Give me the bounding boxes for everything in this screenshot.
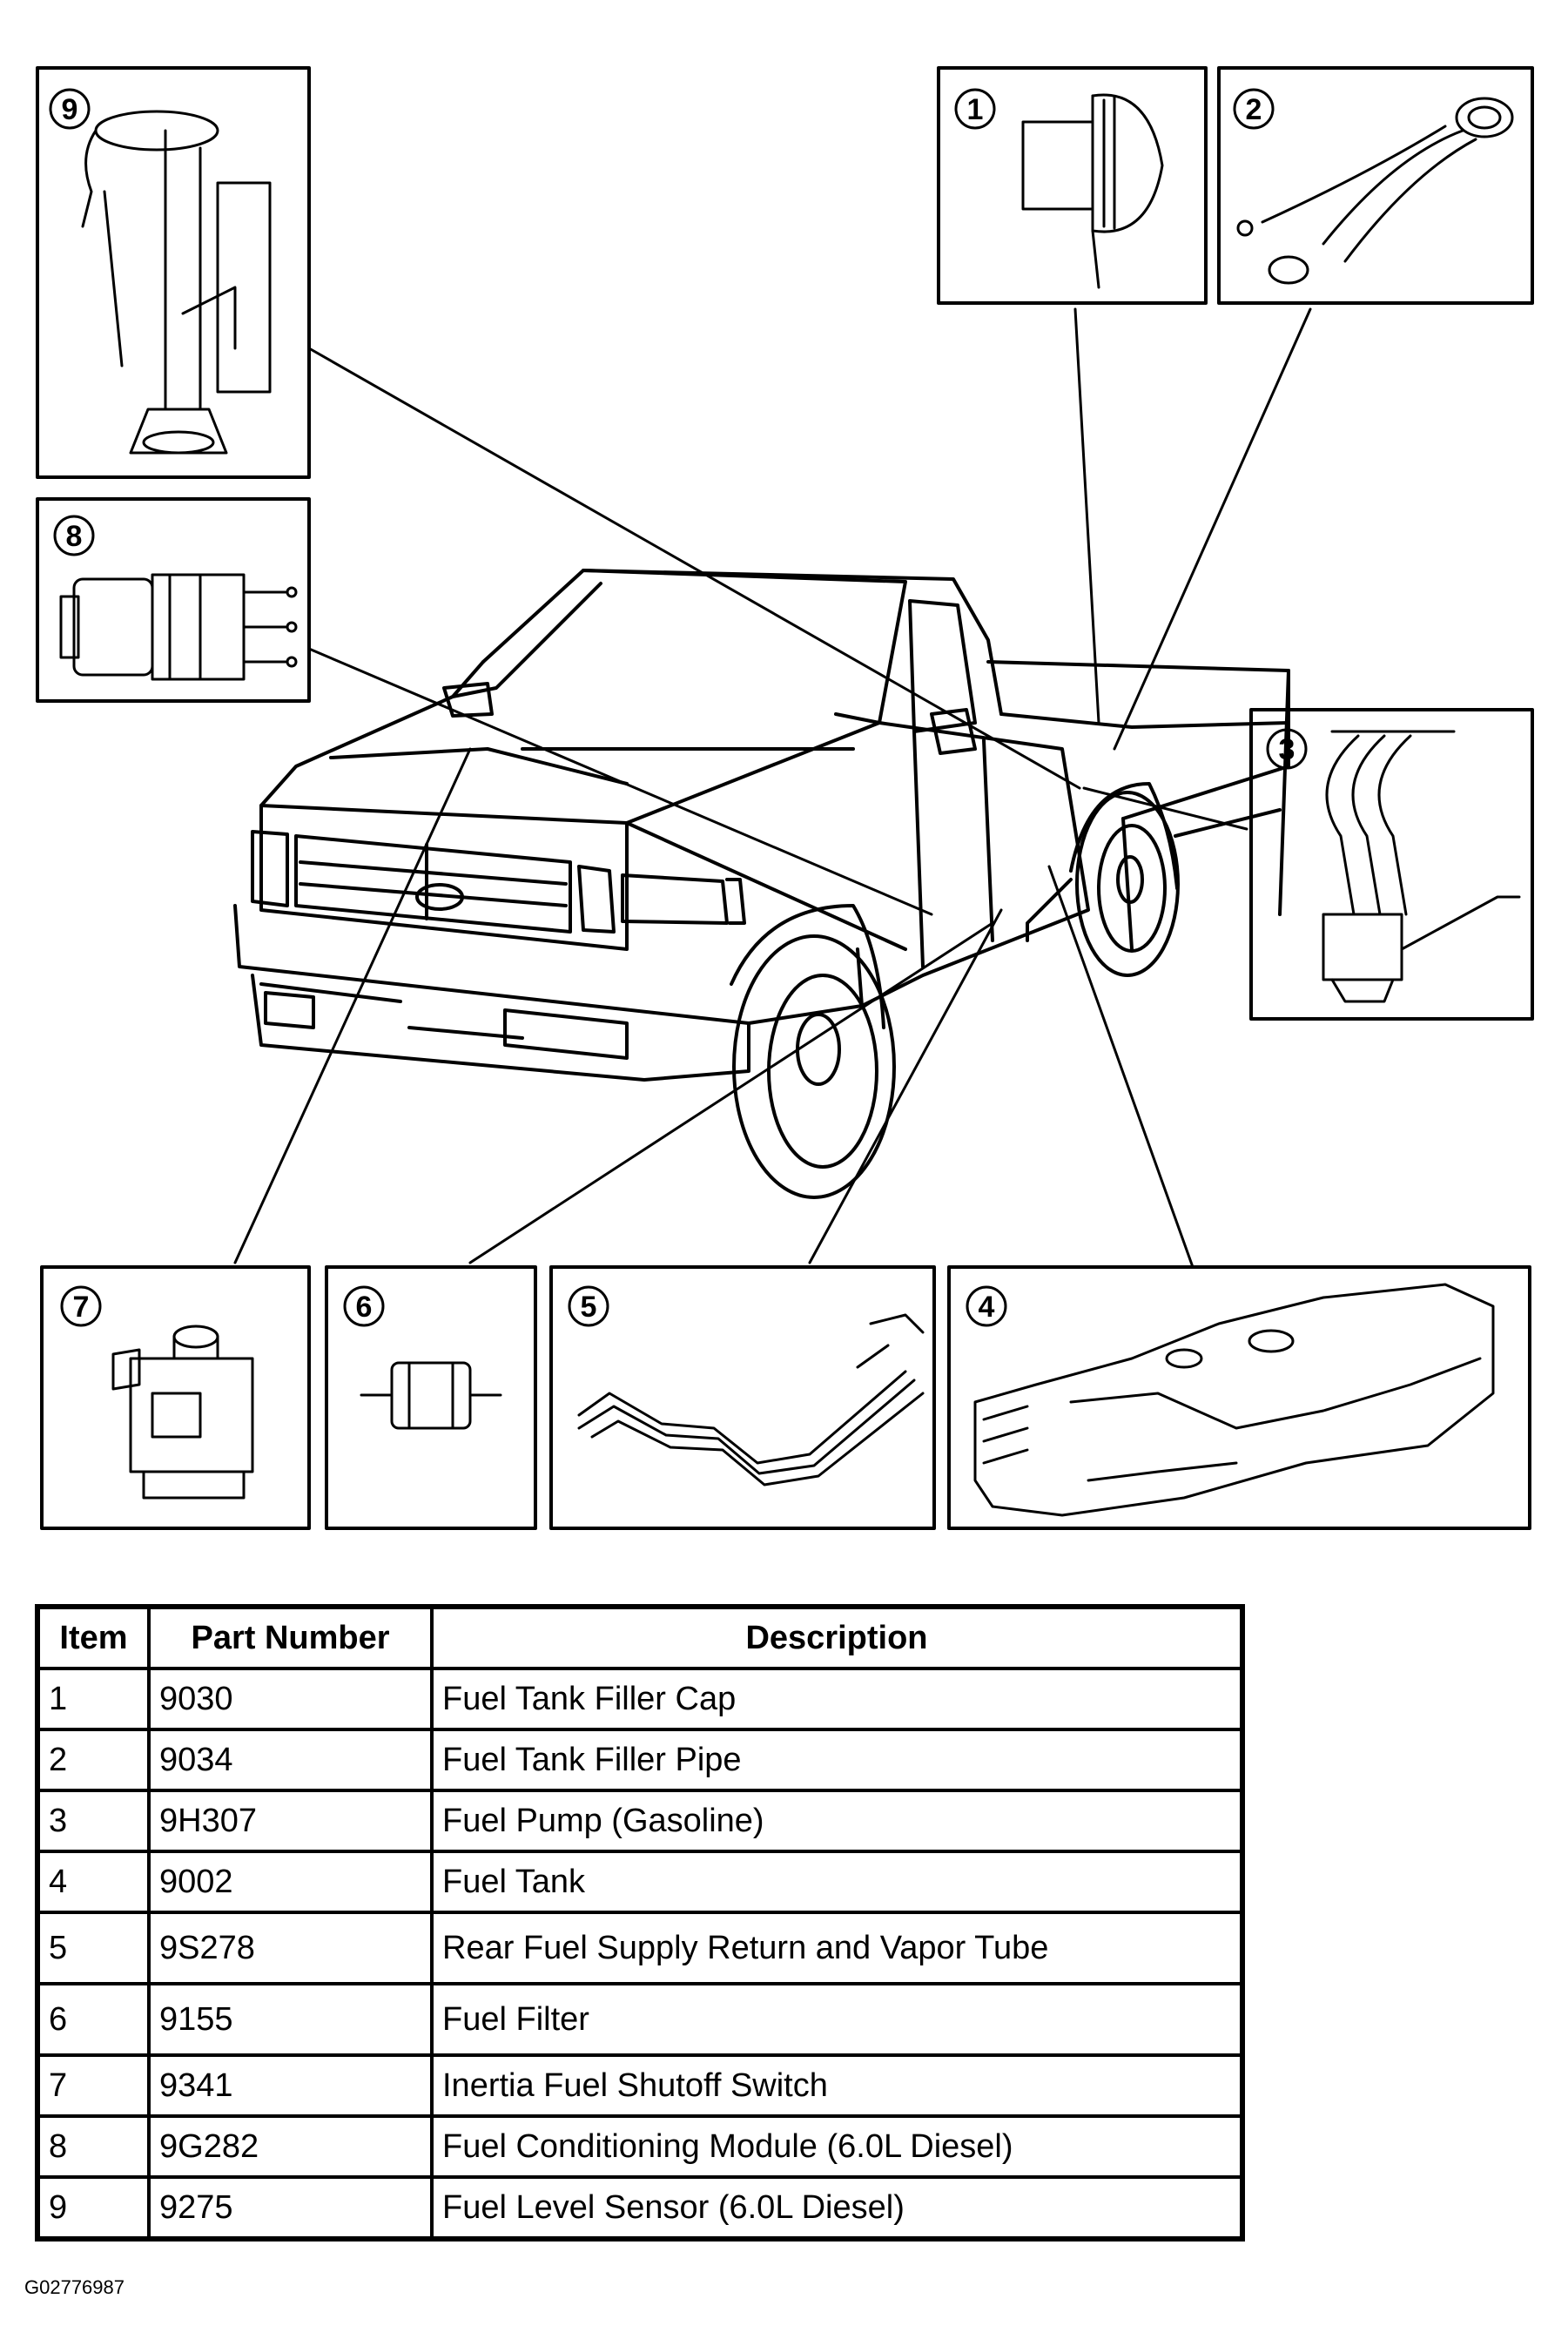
description-cell: Inertia Fuel Shutoff Switch [430, 2053, 1244, 2118]
callout-number-3: 3 [1279, 733, 1295, 766]
callout-box-9: 9 [36, 66, 311, 479]
parts-table: Item Part Number Description 1 9030 Fuel… [35, 1604, 1245, 2242]
fuel-pump-icon [1322, 730, 1521, 1003]
table-row: 9 9275 Fuel Level Sensor (6.0L Diesel) [36, 2175, 1244, 2241]
item-cell: 1 [36, 1667, 151, 1731]
callout-number-2: 2 [1246, 93, 1262, 126]
fuel-cap-icon [1021, 93, 1164, 289]
item-cell: 2 [36, 1728, 151, 1792]
description-cell: Fuel Conditioning Module (6.0L Diesel) [430, 2114, 1244, 2179]
description-cell: Rear Fuel Supply Return and Vapor Tube [430, 1911, 1244, 1985]
item-cell: 7 [36, 2053, 151, 2118]
callout-box-2: 2 [1217, 66, 1534, 305]
description-cell: Fuel Tank [430, 1850, 1244, 1914]
table-row: 6 9155 Fuel Filter [36, 1982, 1244, 2057]
table-row: 3 9H307 Fuel Pump (Gasoline) [36, 1789, 1244, 1853]
table-header-row: Item Part Number Description [36, 1605, 1244, 1670]
part-number-cell: 9275 [147, 2175, 434, 2241]
callout-number-4: 4 [979, 1291, 995, 1324]
callout-number-7: 7 [73, 1291, 90, 1324]
fuel-conditioning-module-icon [59, 573, 298, 681]
part-number-cell: 9341 [147, 2053, 434, 2118]
item-cell: 8 [36, 2114, 151, 2179]
description-cell: Fuel Pump (Gasoline) [430, 1789, 1244, 1853]
item-cell: 6 [36, 1982, 151, 2057]
inertia-switch-icon [111, 1325, 254, 1500]
fuel-level-sensor-icon [81, 110, 272, 455]
part-number-cell: 9H307 [147, 1789, 434, 1853]
pickup-truck-illustration [233, 569, 1290, 1199]
callout-box-5: 5 [549, 1265, 936, 1530]
item-cell: 4 [36, 1850, 151, 1914]
leader-lines [233, 307, 1312, 1269]
fuel-filter-icon [360, 1361, 502, 1430]
table-row: 7 9341 Inertia Fuel Shutoff Switch [36, 2053, 1244, 2118]
description-cell: Fuel Level Sensor (6.0L Diesel) [430, 2175, 1244, 2241]
part-number-cell: 9030 [147, 1667, 434, 1731]
description-cell: Fuel Tank Filler Cap [430, 1667, 1244, 1731]
part-number-cell: 9155 [147, 1982, 434, 2057]
part-number-cell: 9002 [147, 1850, 434, 1914]
callout-number-8: 8 [66, 520, 83, 553]
callout-number-9: 9 [62, 93, 78, 126]
table-row: 8 9G282 Fuel Conditioning Module (6.0L D… [36, 2114, 1244, 2179]
description-cell: Fuel Filter [430, 1982, 1244, 2057]
item-cell: 9 [36, 2175, 151, 2241]
callout-number-5: 5 [581, 1291, 597, 1324]
callout-box-1: 1 [937, 66, 1208, 305]
header-item: Item [36, 1605, 151, 1670]
description-cell: Fuel Tank Filler Pipe [430, 1728, 1244, 1792]
callout-number-1: 1 [967, 93, 984, 126]
table-row: 5 9S278 Rear Fuel Supply Return and Vapo… [36, 1911, 1244, 1985]
callout-box-3: 3 [1249, 708, 1534, 1021]
fuel-tube-icon [577, 1313, 925, 1486]
table-row: 2 9034 Fuel Tank Filler Pipe [36, 1728, 1244, 1792]
table-row: 4 9002 Fuel Tank [36, 1850, 1244, 1914]
table-row: 1 9030 Fuel Tank Filler Cap [36, 1667, 1244, 1731]
callout-box-7: 7 [40, 1265, 311, 1530]
item-cell: 3 [36, 1789, 151, 1853]
part-number-cell: 9G282 [147, 2114, 434, 2179]
header-description: Description [430, 1605, 1244, 1670]
callout-box-4: 4 [947, 1265, 1531, 1530]
item-cell: 5 [36, 1911, 151, 1985]
filler-pipe-icon [1236, 97, 1514, 285]
fuel-system-diagram: 9 8 1 [36, 66, 1534, 1530]
header-part-number: Part Number [147, 1605, 434, 1670]
callout-number-6: 6 [356, 1291, 373, 1324]
figure-id-label: G02776987 [24, 2276, 124, 2298]
part-number-cell: 9034 [147, 1728, 434, 1792]
callout-box-6: 6 [325, 1265, 537, 1530]
callout-box-8: 8 [36, 497, 311, 703]
fuel-tank-icon [973, 1283, 1495, 1517]
part-number-cell: 9S278 [147, 1911, 434, 1985]
